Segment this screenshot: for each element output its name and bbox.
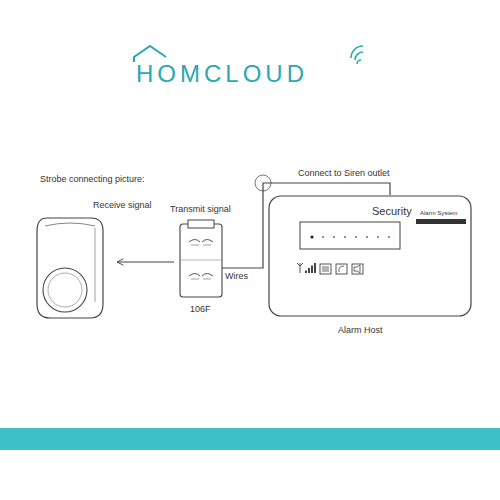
alarm-host: SecurityAlarm SystemAlarm Host — [268, 195, 472, 317]
node-text: 106F — [190, 304, 211, 315]
strobe-siren-outline — [35, 218, 105, 318]
logo-wifi — [351, 46, 363, 64]
transmitter-106f-outline — [180, 220, 222, 297]
diagram-title: Strobe connecting picture: — [40, 174, 145, 185]
edge-label: Wires — [224, 271, 249, 282]
logo-house — [134, 46, 166, 62]
footer-bar — [0, 428, 500, 450]
strobe-siren: Receive signal — [35, 218, 105, 318]
node-heading: Receive signal — [93, 200, 152, 211]
signal-arrow — [117, 262, 174, 263]
node-heading: Transmit signal — [170, 204, 231, 215]
node-text: Alarm Host — [338, 325, 383, 336]
logo-text: HOMCLOUD — [136, 62, 308, 86]
node-heading: Security — [372, 205, 412, 218]
node-text: Alarm System — [420, 210, 457, 217]
transmitter-106f: Transmit signal106F — [180, 220, 222, 297]
wire-note: Connect to Siren outlet — [298, 169, 390, 178]
top-band — [0, 0, 500, 48]
